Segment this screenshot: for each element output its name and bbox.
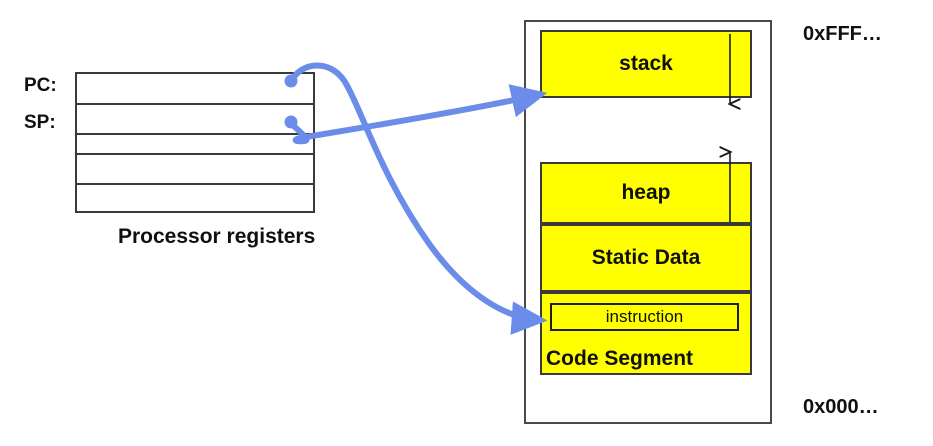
- register-row: [77, 105, 313, 135]
- processor-register-file: [75, 72, 315, 213]
- heap-label: heap: [621, 181, 671, 204]
- processor-registers-caption: Processor registers: [118, 225, 316, 248]
- sp-to-stack-pointer: [288, 84, 548, 145]
- memory-segment-heap: heap: [540, 162, 752, 224]
- pc-to-instruction-pointer: [288, 62, 548, 335]
- static-data-label: Static Data: [591, 246, 701, 269]
- register-row: [77, 74, 313, 105]
- register-label-pc: PC:: [24, 75, 57, 96]
- address-label-high: 0xFFF…: [803, 23, 882, 45]
- stack-label: stack: [619, 52, 673, 75]
- instruction-label: instruction: [605, 307, 684, 326]
- register-row: [77, 185, 313, 211]
- register-row: [77, 135, 313, 155]
- memory-segment-code: instruction Code Segment: [540, 292, 752, 375]
- register-label-sp: SP:: [24, 112, 56, 133]
- code-segment-label: Code Segment: [546, 347, 694, 370]
- register-row: [77, 155, 313, 185]
- instruction-box: instruction: [550, 303, 739, 331]
- memory-segment-stack: stack: [540, 30, 752, 98]
- memory-segment-static-data: Static Data: [540, 224, 752, 292]
- address-label-low: 0x000…: [803, 396, 879, 418]
